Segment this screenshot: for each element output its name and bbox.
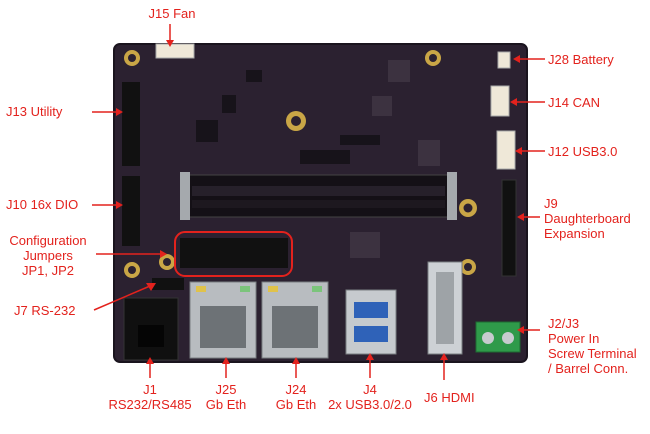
j15-label: J15 Fan [148, 6, 196, 21]
j6-label: J6 HDMI [424, 390, 475, 405]
j6-hdmi-port [427, 261, 463, 355]
configuration-jumpers [174, 231, 293, 277]
j14-label: J14 CAN [548, 95, 601, 110]
j12-label: J12 USB3.0 [548, 144, 618, 159]
callout-arrows [92, 24, 545, 380]
j9-label: J9 Daughterboard Expansion [544, 196, 631, 241]
j4-usb-port [345, 289, 397, 355]
j7-rs232-header [152, 278, 184, 290]
mounting-holes [124, 50, 477, 278]
j12-usb3-connector [496, 130, 516, 170]
j10-label: J10 16x DIO [6, 197, 79, 212]
j2-j3-power-terminal [475, 321, 521, 353]
j9-daughterboard-connector [501, 179, 517, 277]
j24-ethernet-port [261, 281, 329, 359]
module-socket [180, 172, 457, 220]
j24-label: J24 Gb Eth [275, 382, 317, 412]
j25-label: J25 Gb Eth [205, 382, 247, 412]
j1-label: J1 RS232/RS485 [108, 382, 192, 412]
j14-can-connector [490, 85, 510, 117]
j4-label: J4 2x USB3.0/2.0 [328, 382, 412, 412]
j13-utility-header [122, 82, 140, 166]
board-components [196, 60, 440, 258]
j10-dio-header [122, 176, 140, 246]
j28-label: J28 Battery [548, 52, 614, 67]
j25-ethernet-port [189, 281, 257, 359]
j15-fan-connector [155, 43, 195, 59]
configuration-jumpers-label: Configuration Jumpers JP1, JP2 [9, 233, 87, 278]
j13-label: J13 Utility [6, 104, 63, 119]
j2-j3-label: J2/J3 Power In Screw Terminal / Barrel C… [548, 316, 637, 376]
j7-label: J7 RS-232 [14, 303, 76, 318]
j28-battery-connector [497, 51, 511, 69]
